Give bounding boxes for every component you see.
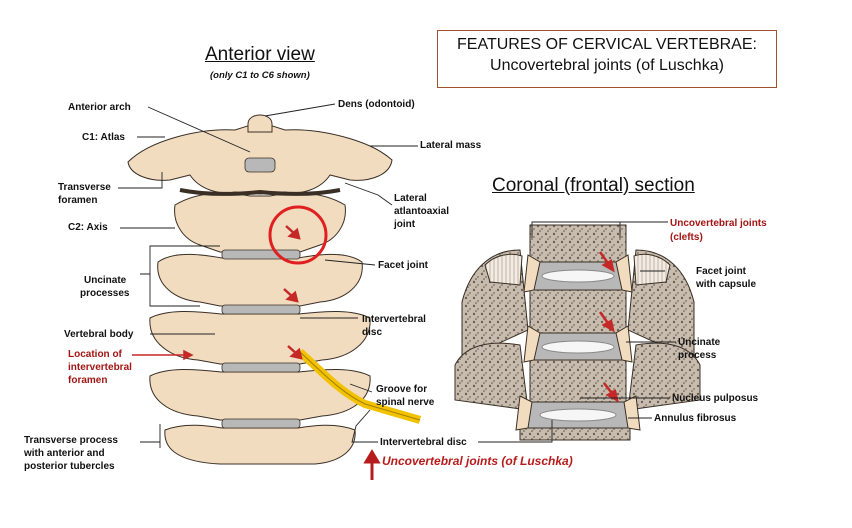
spinal-nerve-outline — [299, 351, 421, 421]
anterior-view-subheading: (only C1 to C6 shown) — [210, 70, 310, 81]
label-c1-atlas: C1: Atlas — [82, 132, 125, 143]
legend: Uncovertebral joints (of Luschka) — [366, 454, 573, 468]
label-nucleus: Nucleus pulposus — [672, 393, 759, 404]
label-facet-joint: Facet joint — [378, 260, 429, 271]
anterior-right-leaders — [264, 103, 418, 443]
anterior-left-leaders — [118, 106, 251, 448]
atlas-axis-gap — [179, 188, 341, 196]
label-iv-disc-1: Intervertebral — [362, 314, 426, 325]
legend-arrow — [363, 449, 381, 480]
label-uncinate-process-2: process — [678, 350, 717, 361]
label-uncinate-process-1: Uncinate — [678, 337, 721, 348]
label-uncovertebral-1: Uncovertebral joints — [670, 218, 767, 229]
anterior-view-heading: Anterior view — [205, 44, 315, 65]
label-transverse-foramen-1: Transverse — [58, 182, 111, 193]
label-location-3: foramen — [68, 375, 108, 386]
title-box: FEATURES OF CERVICAL VERTEBRAE: Uncovert… — [437, 30, 777, 88]
label-lateral-mass: Lateral mass — [420, 140, 482, 151]
legend-text: Uncovertebral joints (of Luschka) — [382, 454, 573, 468]
lateral-atlantoaxial-highlight-circle — [268, 205, 328, 265]
label-iv-disc-bottom: Intervertebral disc — [380, 437, 467, 448]
label-groove-1: Groove for — [376, 384, 428, 395]
uncovertebral-arrows — [283, 225, 303, 360]
label-dens: Dens (odontoid) — [338, 99, 415, 110]
label-facet-capsule-2: with capsule — [696, 279, 757, 290]
label-iv-disc-2: disc — [362, 327, 383, 338]
label-location-1: Location of — [68, 349, 122, 360]
anterior-discs — [221, 157, 301, 429]
coronal-section-heading: Coronal (frontal) section — [492, 175, 695, 196]
label-transverse-foramen-2: foramen — [58, 195, 98, 206]
label-facet-capsule-1: Facet joint — [696, 266, 747, 277]
coronal-section — [454, 224, 701, 441]
label-lateral-aa-1: Lateral — [394, 193, 427, 204]
title-line-1: FEATURES OF CERVICAL VERTEBRAE: — [457, 36, 757, 53]
title-line-2: Uncovertebral joints (of Luschka) — [490, 57, 724, 74]
label-anterior-arch: Anterior arch — [68, 102, 131, 113]
label-transverse-process-3: posterior tubercles — [24, 461, 115, 472]
label-uncinate-1: Uncinate — [84, 275, 127, 286]
label-uncovertebral-2: (clefts) — [670, 232, 703, 243]
label-location-2: intervertebral — [68, 362, 132, 373]
label-lateral-aa-2: atlantoaxial — [394, 206, 450, 217]
label-annulus: Annulus fibrosus — [654, 413, 737, 424]
label-groove-2: spinal nerve — [376, 397, 435, 408]
label-lateral-aa-3: joint — [394, 219, 416, 230]
label-uncinate-2: processes — [80, 288, 130, 299]
label-transverse-process-2: with anterior and — [24, 448, 105, 459]
label-transverse-process-1: Transverse process — [24, 435, 118, 446]
label-c2-axis: C2: Axis — [68, 222, 108, 233]
label-vertebral-body: Vertebral body — [64, 329, 134, 340]
coronal-leaders — [478, 221, 676, 443]
foramen-arrow — [132, 349, 194, 361]
